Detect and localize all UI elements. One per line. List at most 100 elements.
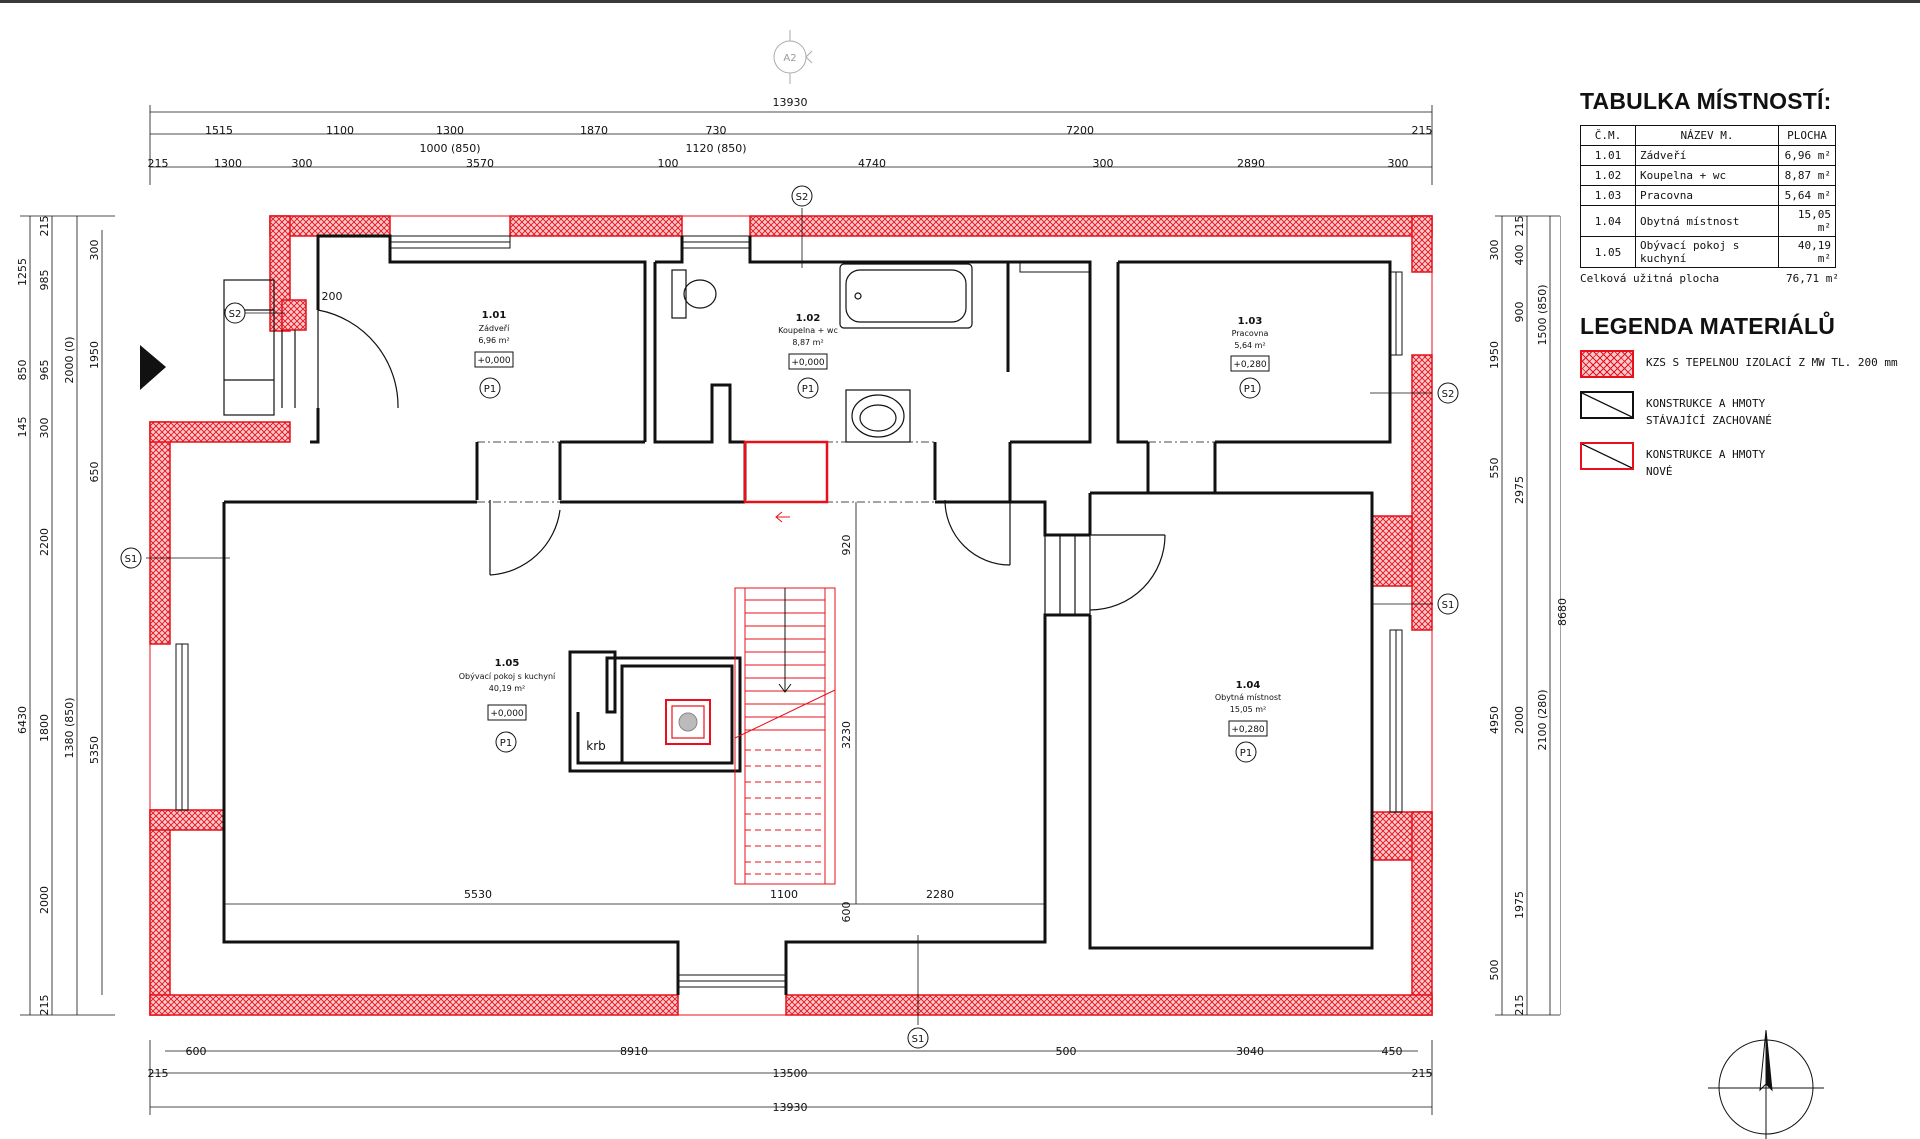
dim-top: 730 [706, 124, 727, 137]
dim-right: 1950 [1488, 341, 1501, 369]
section-marker-s1-bottom: S1 [907, 1027, 929, 1049]
cell: Koupelna + wc [1635, 165, 1779, 186]
cell: 1.04 [1580, 205, 1636, 237]
table-row: 1.04 Obytná místnost 15,05 m² [1580, 205, 1836, 237]
dim-right: 1975 [1513, 891, 1526, 919]
dim-top2: 2890 [1237, 157, 1265, 170]
dim-top: 1100 [326, 124, 354, 137]
cell: 5,64 m² [1778, 185, 1836, 206]
svg-text:15,05 m²: 15,05 m² [1230, 705, 1266, 714]
header-cell: PLOCHA [1778, 125, 1836, 146]
dim-top2: 4740 [858, 157, 886, 170]
dim-interior: 600 [840, 902, 853, 923]
svg-text:1.04: 1.04 [1236, 680, 1261, 691]
dim-right-outer: 8680 [1556, 598, 1569, 626]
dim-top2: 300 [1093, 157, 1114, 170]
info-panel: TABULKA MÍSTNOSTÍ: Č.M. NÁZEV M. PLOCHA … [1580, 88, 1910, 493]
cell: 1.05 [1580, 236, 1636, 268]
section-marker-s2-right: S2 [1437, 382, 1459, 404]
north-arrow-circle [1708, 1035, 1824, 1139]
legend-item-existing: KONSTRUKCE A HMOTY STÁVAJÍCÍ ZACHOVANÉ [1580, 391, 1910, 429]
dim-left2: 2200 [38, 528, 51, 556]
bathroom-fixtures [671, 263, 973, 443]
dim-right: 300 [1488, 240, 1501, 261]
hatch-swatch-icon [1580, 350, 1634, 378]
legend-text: KONSTRUKCE A HMOTY [1646, 448, 1766, 461]
dim-right: 215 [1513, 216, 1526, 237]
dim-top2: 300 [1388, 157, 1409, 170]
cell: Zádveří [1635, 145, 1779, 166]
cell: 8,87 m² [1778, 165, 1836, 186]
dim-right: 4950 [1488, 706, 1501, 734]
dim-left: 850 [16, 360, 29, 381]
svg-text:6,96 m²: 6,96 m² [478, 336, 509, 345]
cell: 1.01 [1580, 145, 1636, 166]
table-row: 1.01 Zádveří 6,96 m² [1580, 145, 1836, 166]
svg-text:Obytná místnost: Obytná místnost [1215, 693, 1281, 702]
legend-item-new: KONSTRUKCE A HMOTY NOVÉ [1580, 442, 1910, 480]
dim-top2: 100 [658, 157, 679, 170]
dim-bottom: 8910 [620, 1045, 648, 1058]
new-swatch-icon [1580, 442, 1634, 470]
room-label-1.02: 1.02 Koupelna + wc 8,87 m² +0,000 P1 [778, 313, 838, 399]
dim-interior: 1100 [770, 888, 798, 901]
section-marker-s2-left: S2 [224, 302, 246, 324]
dim-bottom2: 215 [148, 1067, 169, 1080]
dim-left2: 985 [38, 270, 51, 291]
dim-right-outer: 2100 (280) [1536, 689, 1549, 750]
insulation-layer [149, 215, 1433, 1016]
floor-plan: 13930 1515 1100 1300 1870 730 7200 215 1… [16, 30, 1569, 1115]
section-marker-s1-left: S1 [120, 547, 142, 569]
svg-text:P1: P1 [500, 738, 512, 749]
dim-right: 550 [1488, 458, 1501, 479]
doors [223, 279, 1166, 616]
dim-left3: 215 [38, 995, 51, 1016]
dim-top2: 215 [148, 157, 169, 170]
header-cell: Č.M. [1580, 125, 1636, 146]
total-area-value: 76,71 m² [1786, 272, 1839, 285]
section-lines [146, 208, 1433, 1025]
dim-left3: 1950 [88, 341, 101, 369]
svg-text:1.02: 1.02 [796, 313, 821, 324]
dim-interior: 3230 [840, 721, 853, 749]
sheet-marker-a2: A2 [773, 30, 813, 84]
dim-top2: 1300 [214, 157, 242, 170]
svg-text:1.01: 1.01 [482, 310, 507, 321]
dim-bottom2: 215 [1412, 1067, 1433, 1080]
room-table: Č.M. NÁZEV M. PLOCHA 1.01 Zádveří 6,96 m… [1580, 125, 1836, 268]
section-marker-s2-top: S2 [791, 185, 813, 207]
fireplace-label: krb [586, 739, 606, 753]
svg-text:S2: S2 [1442, 389, 1455, 400]
table-row: 1.03 Pracovna 5,64 m² [1580, 185, 1836, 206]
cell: Obytná místnost [1635, 205, 1779, 237]
room-label-1.01: 1.01 Zádveří 6,96 m² +0,000 P1 [474, 310, 514, 399]
staircase [665, 440, 836, 885]
dim-left3: 5350 [88, 736, 101, 764]
table-row: 1.05 Obývací pokoj s kuchyní 40,19 m² [1580, 236, 1836, 268]
legend-text: KONSTRUKCE A HMOTY [1646, 397, 1766, 410]
dimension-lines [20, 105, 1560, 1115]
svg-text:P1: P1 [802, 384, 814, 395]
svg-text:S2: S2 [796, 192, 809, 203]
dim-right: 900 [1513, 302, 1526, 323]
svg-text:A2: A2 [783, 53, 796, 64]
svg-text:P1: P1 [1240, 748, 1252, 759]
svg-text:Pracovna: Pracovna [1232, 329, 1269, 338]
section-marker-s1-right: S1 [1437, 593, 1459, 615]
svg-text:S1: S1 [125, 554, 138, 565]
svg-text:8,87 m²: 8,87 m² [792, 338, 823, 347]
svg-text:+0,000: +0,000 [477, 356, 511, 366]
svg-text:+0,280: +0,280 [1231, 725, 1265, 735]
dim-left2: 650 [88, 462, 101, 483]
dim-right: 500 [1488, 960, 1501, 981]
room-table-header: Č.M. NÁZEV M. PLOCHA [1580, 125, 1836, 146]
table-row: 1.02 Koupelna + wc 8,87 m² [1580, 165, 1836, 186]
windows [175, 235, 1403, 988]
svg-text:P1: P1 [1244, 384, 1256, 395]
right-dimension-extension [1560, 216, 1561, 1015]
cell: 15,05 m² [1778, 205, 1836, 237]
dim-interior: 200 [322, 290, 343, 303]
dim-left: 145 [16, 417, 29, 438]
svg-text:40,19 m²: 40,19 m² [489, 684, 525, 693]
dim-top: 7200 [1066, 124, 1094, 137]
